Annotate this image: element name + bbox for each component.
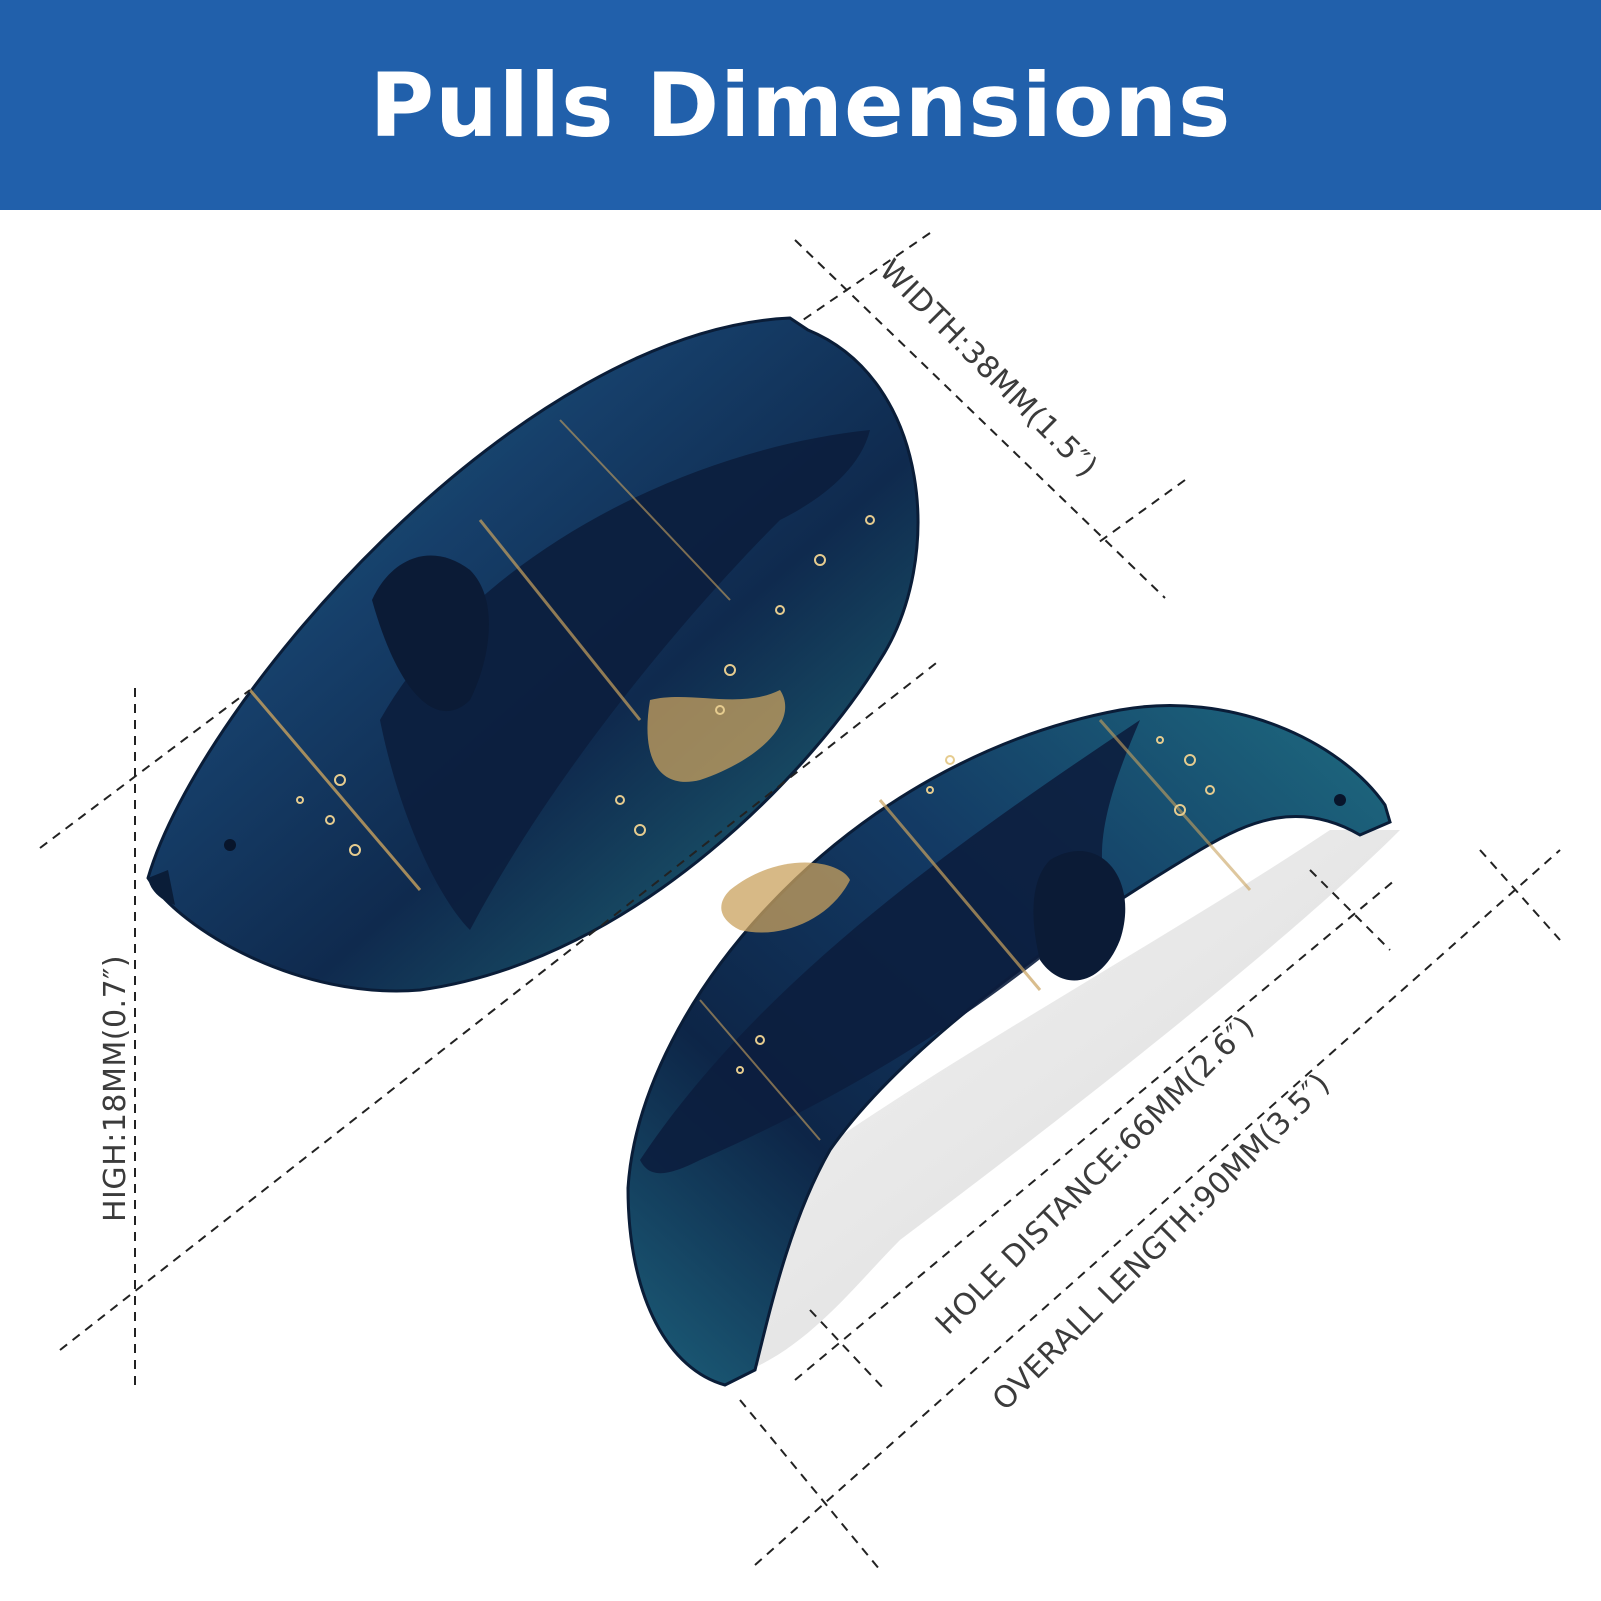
pull-bottom-right bbox=[626, 704, 1400, 1387]
pull-top-left bbox=[146, 316, 920, 993]
height-dimension-lines bbox=[39, 659, 941, 1388]
page-title: Pulls Dimensions bbox=[369, 53, 1232, 157]
width-dimension-lines bbox=[794, 232, 1186, 599]
hole-distance-dimension-lines bbox=[794, 869, 1396, 1391]
header-banner: Pulls Dimensions bbox=[0, 0, 1601, 210]
overall-length-dimension-lines bbox=[739, 849, 1561, 1571]
height-label: HIGH:18MM(0.7″) bbox=[98, 955, 133, 1222]
